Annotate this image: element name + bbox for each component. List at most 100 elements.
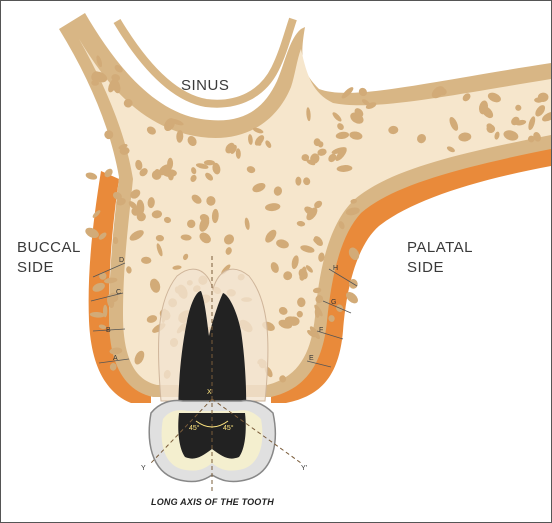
trabecula-spot — [155, 234, 164, 242]
trabecula-spot — [361, 99, 370, 106]
trabecula-spot — [96, 55, 103, 68]
trabecula-spot — [244, 217, 250, 230]
trabecula-spot — [141, 256, 152, 264]
trabecula-spot — [449, 116, 459, 131]
trabecula-spot — [162, 169, 177, 178]
trabecula-spot — [126, 266, 132, 274]
trabecula-spot — [123, 98, 133, 108]
trabecula-spot — [315, 295, 324, 304]
trabecula-spot — [358, 87, 367, 97]
trabecula-spot — [291, 255, 299, 270]
trabecula-spot — [350, 198, 357, 204]
palatal-marker-e: E — [309, 355, 314, 362]
pulp-crown — [178, 413, 246, 459]
trabecula-spot — [307, 329, 316, 338]
trabecula-spot — [355, 112, 363, 120]
trabecula-spot — [187, 135, 197, 147]
angle-label-left: 45° — [189, 425, 200, 432]
axis-marker-y-right: Y' — [301, 465, 308, 472]
trabecula-spot — [109, 362, 117, 371]
trabecula-spot — [183, 253, 189, 261]
trabecula-spot — [305, 265, 313, 273]
trabecula-spot — [164, 118, 175, 132]
trabecula-spot — [252, 182, 266, 193]
axis-marker-x: X — [207, 389, 212, 396]
trabecula-spot — [279, 375, 287, 383]
trabecula-spot — [235, 148, 241, 159]
trabecula-spot — [109, 347, 123, 355]
trabecula-spot — [116, 197, 126, 206]
axis-marker-y-left: Y — [141, 465, 146, 472]
trabecula-spot — [112, 192, 122, 200]
trabecula-spot — [310, 153, 320, 164]
trabecula-spot — [225, 247, 232, 255]
trabecula-spot — [533, 132, 541, 142]
palatal-marker-h: H — [333, 265, 339, 272]
trabecula-spot — [191, 167, 197, 175]
trabecula-spot — [92, 282, 105, 292]
palatal-marker-f: F — [319, 327, 324, 334]
palatal-label-line1: PALATAL — [407, 239, 474, 256]
trabecula-spot — [312, 287, 322, 294]
trabecula-spot — [223, 234, 235, 245]
trabecula-spot — [136, 212, 146, 222]
trabecula-spot — [206, 196, 216, 206]
trabecula-spot — [437, 87, 447, 96]
buccal-marker-a: A — [113, 355, 118, 362]
trabecula-spot — [114, 64, 123, 73]
trabecula-spot — [211, 208, 219, 224]
axis-line-right — [211, 398, 302, 464]
trabecula-spot — [248, 134, 253, 145]
trabecula-spot — [313, 138, 321, 147]
trabecula-spot — [296, 220, 306, 227]
trabecula-spot — [163, 216, 172, 224]
trabecula-spot — [300, 245, 315, 253]
buccal-marker-b: B — [106, 327, 111, 334]
trabecula-spot — [528, 116, 536, 131]
trabecula-spot — [341, 87, 354, 99]
axis-line-left — [150, 398, 213, 464]
trabecula-spot — [318, 252, 325, 262]
trabecula-spot — [301, 154, 310, 162]
trabecula-spot — [246, 166, 256, 174]
palatal-mucosa — [271, 141, 551, 403]
trabecula-spot — [89, 311, 105, 318]
trabecula-spot — [446, 146, 455, 153]
buccal-marker-c: C — [116, 289, 122, 296]
trabecula-spot — [92, 210, 101, 218]
palatal-marker-g: G — [331, 299, 337, 306]
trabecula-spot — [265, 140, 272, 149]
trabecula-spot — [388, 125, 399, 135]
trabecula-spot — [104, 130, 114, 140]
trabecula-spot — [338, 221, 345, 230]
trabecula-spot — [136, 199, 145, 215]
trabecula-spot — [85, 227, 99, 239]
trabecula-spot — [98, 232, 107, 240]
trabecula-spot — [270, 262, 279, 273]
trabecula-spot — [225, 142, 235, 154]
trabecula-spot — [348, 247, 360, 261]
trabecula-spot — [199, 216, 210, 232]
trabecula-spot — [542, 111, 551, 122]
trabecula-spot — [112, 236, 119, 245]
trabecula-spot — [104, 168, 113, 178]
trabecula-spot — [149, 278, 161, 293]
buccal-label-line1: BUCCAL — [17, 239, 81, 256]
trabecula-spot — [156, 243, 163, 257]
buccal-marker-d: D — [119, 257, 125, 264]
trabecula-spot — [416, 134, 427, 144]
trabecula-spot — [212, 162, 221, 175]
trabecula-spot — [515, 119, 527, 126]
buccal-mucosa — [88, 171, 151, 403]
trabecula-spot — [106, 294, 115, 309]
trabecula-spot — [203, 159, 215, 166]
trabecula-spot — [265, 229, 277, 243]
trabecula-spot — [172, 265, 182, 270]
trabecula-spot — [335, 148, 347, 161]
sinus-label: SINUS — [181, 77, 230, 94]
trabecula-spot — [309, 326, 320, 340]
angle-label-right: 45° — [223, 425, 234, 432]
trabecula-spot — [313, 238, 320, 244]
trabecula-spot — [297, 297, 306, 308]
